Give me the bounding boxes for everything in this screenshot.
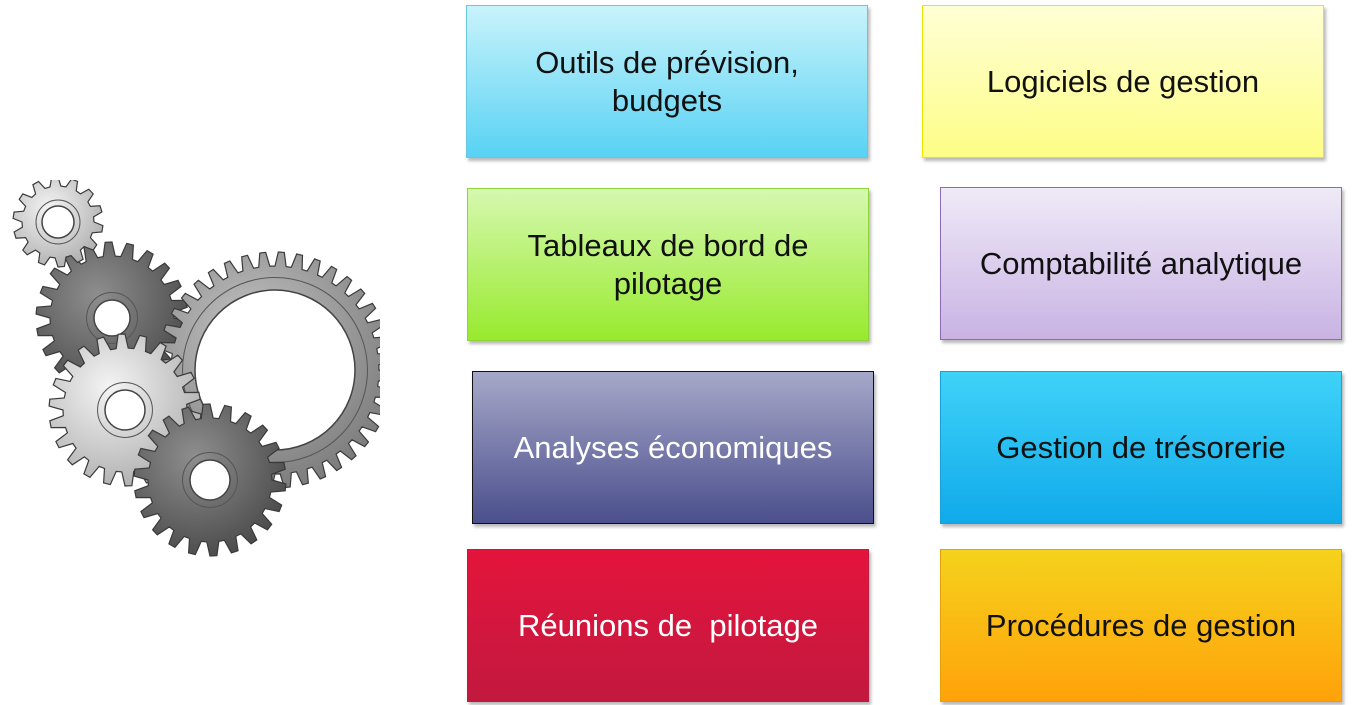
gear-small-top [12, 180, 104, 268]
box-comptabilite-analytique: Comptabilité analytique [940, 187, 1342, 340]
box-tresorerie-label: Gestion de trésorerie [996, 429, 1286, 465]
box-logiciels-de-gestion: Logiciels de gestion [922, 5, 1324, 158]
box-tableaux-label: Tableaux de bord de pilotage [527, 228, 809, 301]
box-logiciels-label: Logiciels de gestion [986, 63, 1260, 99]
gear-dark-bottom [133, 403, 287, 557]
box-procedures-de-gestion: Procédures de gestion [940, 549, 1342, 702]
box-reunions-label: Réunions de pilotage [518, 607, 818, 643]
box-compta-label: Comptabilité analytique [979, 245, 1303, 281]
box-procedures-label: Procédures de gestion [985, 607, 1297, 643]
box-outils-label: Outils de prévision, budgets [535, 45, 799, 118]
gears-icon [12, 180, 380, 557]
box-analyses-economiques: Analyses économiques [472, 371, 874, 524]
box-tableaux-de-bord: Tableaux de bord de pilotage [467, 188, 869, 341]
box-gestion-de-tresorerie: Gestion de trésorerie [940, 371, 1342, 524]
box-outils-de-prevision: Outils de prévision, budgets [466, 5, 868, 158]
box-reunions-de-pilotage: Réunions de pilotage [467, 549, 869, 702]
box-analyses-label: Analyses économiques [513, 429, 833, 465]
